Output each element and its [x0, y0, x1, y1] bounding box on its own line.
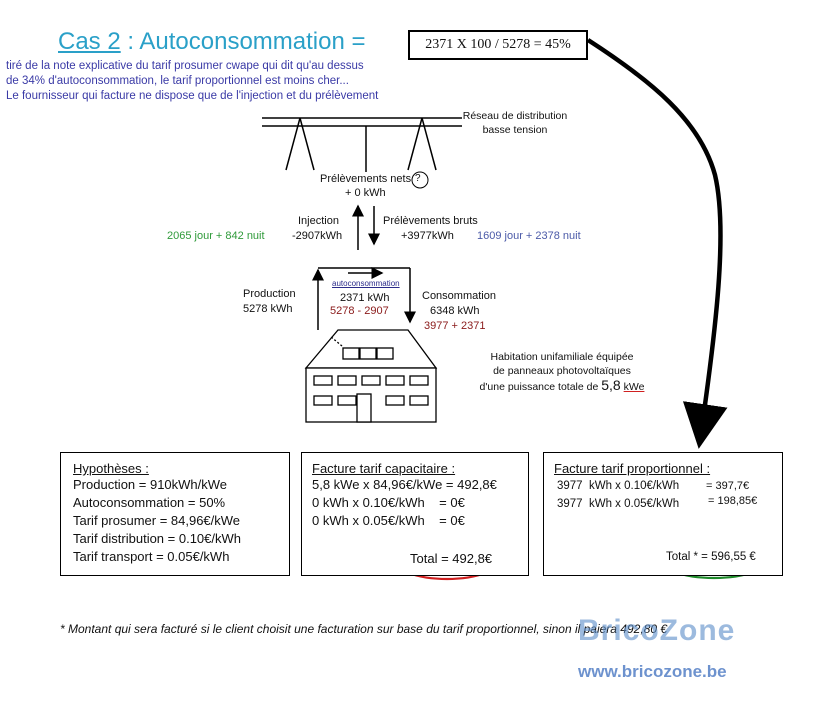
net-withdrawal-value: + 0 kWh	[345, 187, 386, 199]
injection-split: 2065 jour + 842 nuit	[167, 230, 265, 242]
house-caption: Habitation unifamiliale équipée de panne…	[462, 350, 662, 394]
hypothesis-line: Tarif distribution = 0.10€/kWh	[73, 531, 241, 546]
question-mark: ?	[415, 173, 421, 184]
production-label: Production	[243, 288, 296, 300]
house-power: 5,8	[601, 377, 621, 393]
watermark-url: www.bricozone.be	[578, 662, 727, 681]
intro-text: tiré de la note explicative du tarif pro…	[6, 59, 378, 104]
proportionnel-total: Total * = 596,55 €	[666, 551, 756, 563]
title-case-number: Cas 2	[58, 28, 121, 55]
selfcons-calc: 5278 - 2907	[330, 305, 389, 317]
capacitaire-line: 5,8 kWe x 84,96€/kWe = 492,8€	[312, 477, 497, 492]
hypotheses-box: Hypothèses : Production = 910kWh/kWe Aut…	[60, 452, 290, 576]
hypothesis-line: Autoconsommation = 50%	[73, 495, 226, 510]
proportionnel-value-2: = 198,85€	[708, 495, 758, 507]
intro-line-1: tiré de la note explicative du tarif pro…	[6, 60, 364, 72]
hypothesis-line: Tarif transport = 0.05€/kWh	[73, 549, 230, 564]
title-rest: : Autoconsommation =	[120, 28, 366, 55]
gross-withdrawal-value: +3977kWh	[401, 230, 454, 242]
consumption-value: 6348 kWh	[430, 305, 480, 317]
net-withdrawal-label: Prélèvements nets	[320, 173, 412, 185]
page-title: Cas 2 : Autoconsommation =	[58, 28, 366, 56]
gross-withdrawal-label: Prélèvements bruts	[383, 215, 478, 227]
power-line	[262, 117, 462, 172]
proportionnel-line-2: 3977 kWh x 0.05€/kWh	[557, 498, 680, 510]
house-line-3: d'une puissance totale de 5,8 kWe	[479, 377, 645, 393]
capacitaire-line: 0 kWh x 0.05€/kWh = 0€	[312, 513, 465, 528]
network-label-2: basse tension	[482, 124, 548, 136]
house-unit: kWe	[623, 381, 645, 393]
proportionnel-box: Facture tarif proportionnel :	[543, 452, 783, 576]
injection-label: Injection	[298, 215, 339, 227]
question-circle	[411, 171, 429, 189]
gross-withdrawal-split: 1609 jour + 2378 nuit	[477, 230, 581, 242]
intro-line-2: de 34% d'autoconsommation, le tarif prop…	[6, 75, 349, 87]
house-line-1: Habitation unifamiliale équipée	[490, 351, 634, 363]
proportionnel-value-1: = 397,7€	[706, 480, 750, 492]
injection-value: -2907kWh	[292, 230, 343, 242]
intro-line-3: Le fournisseur qui facture ne dispose qu…	[6, 90, 379, 102]
hypothesis-line: Production = 910kWh/kWe	[73, 477, 228, 492]
formula-box: 2371 X 100 / 5278 = 45%	[408, 30, 588, 60]
production-value: 5278 kWh	[243, 303, 293, 315]
capacitaire-box: Facture tarif capacitaire : 5,8 kWe x 84…	[301, 452, 529, 576]
selfcons-value: 2371 kWh	[340, 292, 390, 304]
proportionnel-title: Facture tarif proportionnel :	[554, 461, 711, 476]
network-label-1: Réseau de distribution	[462, 110, 568, 122]
capacitaire-total: Total = 492,8€	[410, 551, 493, 566]
consumption-label: Consommation	[422, 290, 496, 302]
capacitaire-line: 0 kWh x 0.10€/kWh = 0€	[312, 495, 465, 510]
watermark-brand: BricoZone	[578, 614, 736, 647]
proportionnel-line-1: 3977 kWh x 0.10€/kWh	[557, 480, 680, 492]
capacitaire-title: Facture tarif capacitaire :	[312, 461, 456, 476]
network-label: Réseau de distribution basse tension	[450, 109, 580, 137]
house-icon	[304, 329, 438, 423]
hypotheses-title: Hypothèses :	[73, 461, 149, 476]
footnote: * Montant qui sera facturé si le client …	[60, 622, 668, 636]
house-line-2: de panneaux photovoltaïques	[493, 365, 631, 377]
selfcons-label: autoconsommation	[332, 279, 400, 288]
consumption-calc: 3977 + 2371	[424, 320, 486, 332]
curved-arrow	[586, 38, 728, 449]
hypothesis-line: Tarif prosumer = 84,96€/kWe	[73, 513, 241, 528]
